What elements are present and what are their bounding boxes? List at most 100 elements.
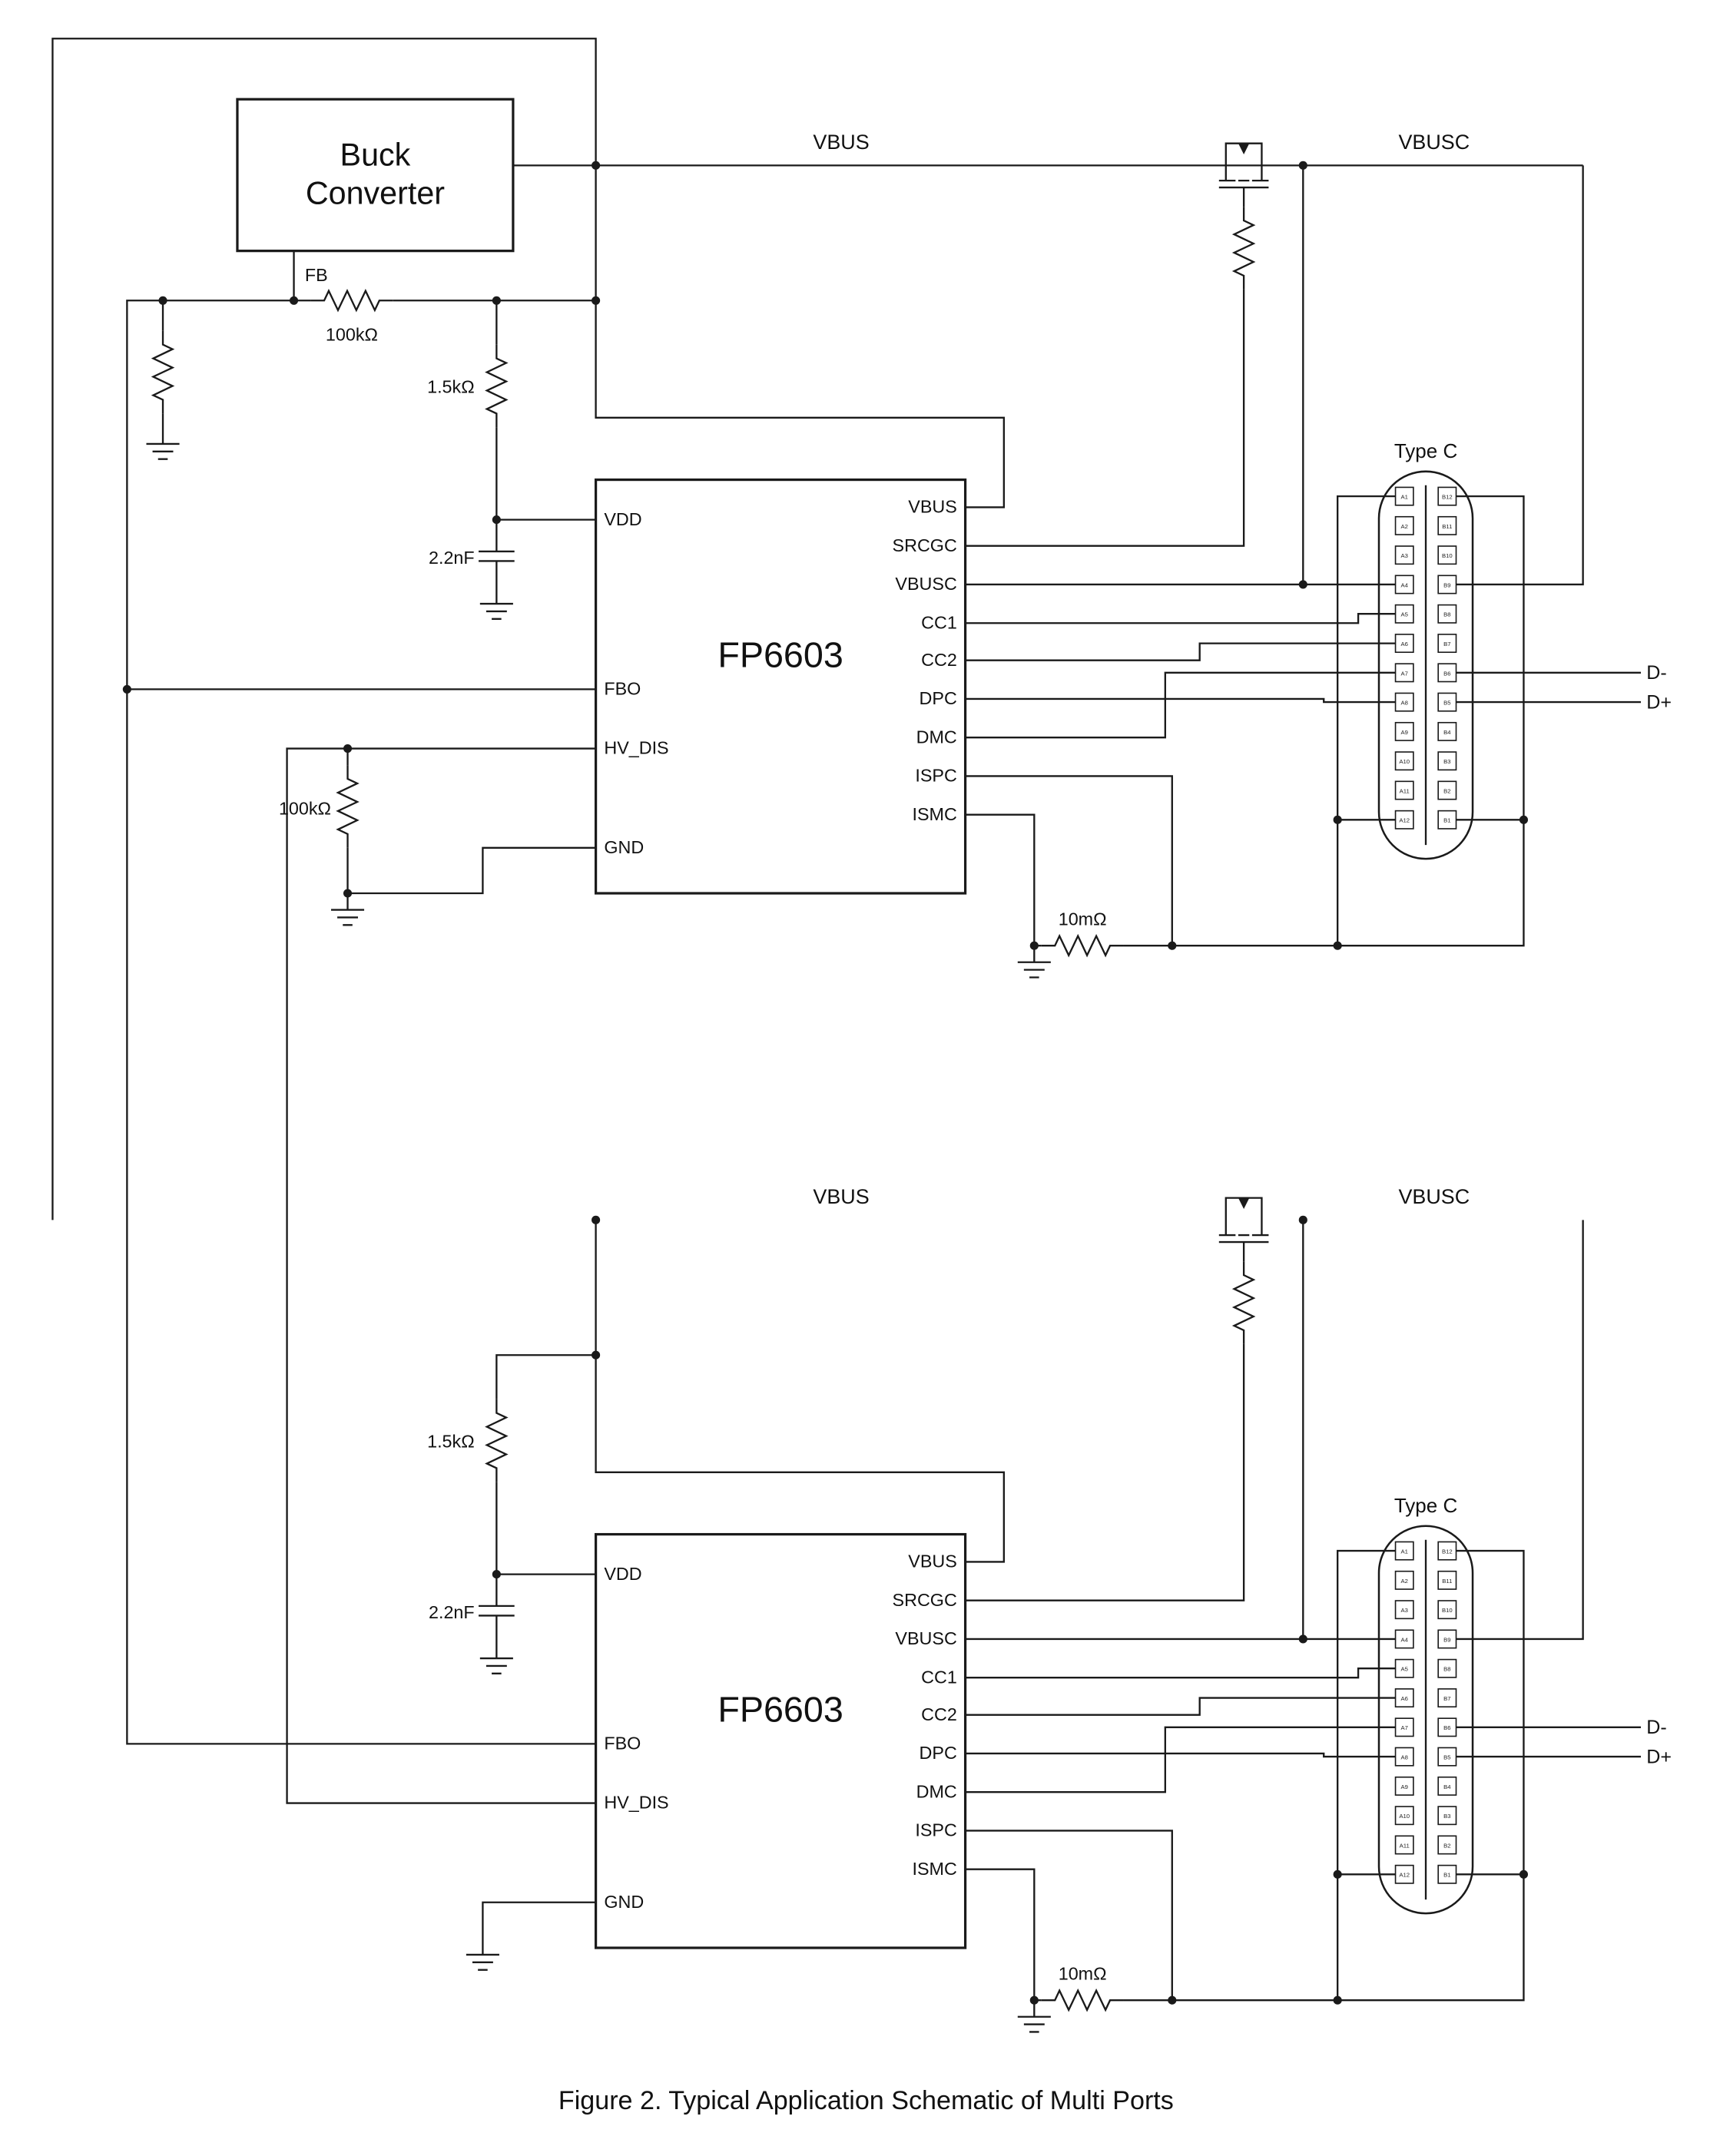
typec-pin-label: A12 bbox=[1399, 1872, 1410, 1879]
typec-pin-box bbox=[1437, 810, 1457, 830]
wire-vdd-1 bbox=[495, 518, 596, 604]
resistor-fb-lower bbox=[153, 331, 172, 414]
typec-label-2: Type C bbox=[1394, 1494, 1457, 1517]
typec-pin-label: A4 bbox=[1400, 1636, 1408, 1643]
net-label-dplus-2: D+ bbox=[1646, 1746, 1672, 1767]
net-label-vbus-1: VBUS bbox=[813, 131, 869, 154]
typec-pin-box bbox=[1437, 545, 1457, 565]
typec-pin-label: A9 bbox=[1400, 729, 1407, 736]
fp6603-box-1 bbox=[594, 478, 967, 895]
typec-pin-label: A10 bbox=[1399, 1813, 1410, 1820]
pin-vbus-1: VBUS bbox=[908, 497, 957, 517]
typec-pin-box bbox=[1394, 1541, 1414, 1561]
pin-vbus-2: VBUS bbox=[908, 1552, 957, 1571]
ic-name-1: FP6603 bbox=[717, 635, 843, 675]
typec-pin-box bbox=[1437, 1747, 1457, 1767]
ground-icon bbox=[145, 442, 181, 460]
buck-converter-label-line1: Buck bbox=[340, 137, 411, 172]
typec-pin-box bbox=[1394, 1776, 1414, 1796]
wire-dmc-2 bbox=[965, 1726, 1396, 1793]
resistor-sense-1 bbox=[1040, 935, 1125, 956]
label-r-sense-1: 10mΩ bbox=[1059, 909, 1107, 929]
typec-pin-label: A11 bbox=[1400, 787, 1410, 794]
typec-pin-box bbox=[1437, 515, 1457, 535]
pin-cc2-1: CC2 bbox=[921, 650, 957, 670]
wire-a-gnd-1 bbox=[1336, 495, 1396, 946]
ground-icon bbox=[1016, 2015, 1052, 2033]
resistor-sense-2 bbox=[1040, 1989, 1125, 2011]
wire-dpc-1 bbox=[965, 697, 1396, 704]
wire-ismc-2 bbox=[965, 1868, 1042, 2017]
pin-dmc-2: DMC bbox=[916, 1781, 957, 1801]
wire-vbusc-b-2 bbox=[1456, 1220, 1584, 1641]
typec-pin-label: A3 bbox=[1400, 1607, 1407, 1614]
typec-pin-box bbox=[1437, 486, 1457, 506]
wire-hvdis-net bbox=[286, 747, 596, 1804]
typec-pin-box bbox=[1437, 1541, 1457, 1561]
typec-pin-label: B1 bbox=[1443, 1872, 1450, 1879]
resistor-vdd-2 bbox=[487, 1399, 506, 1482]
typec-pin-label: B8 bbox=[1443, 1666, 1450, 1673]
net-labels: VBUS VBUSC VBUS VBUSC D- D+ D- D+ bbox=[813, 131, 1672, 1768]
typec-pin-label: A8 bbox=[1400, 700, 1407, 707]
wire-sense-net-2 bbox=[1123, 1549, 1525, 2002]
typec-pin-box bbox=[1394, 1629, 1414, 1649]
typec-pin-label: B3 bbox=[1443, 758, 1450, 765]
typec-pin-label: B12 bbox=[1442, 494, 1453, 501]
typec-shell-1 bbox=[1377, 470, 1474, 860]
typec-pin-label: A5 bbox=[1400, 1666, 1407, 1673]
fb-pin-label: FB bbox=[305, 265, 328, 285]
typec-pin-box bbox=[1437, 721, 1457, 741]
wire-sense-net-1 bbox=[1123, 495, 1525, 947]
wire-vbusc-1 bbox=[965, 165, 1396, 586]
typec-pin-label: B7 bbox=[1443, 641, 1450, 647]
typec-pin-box bbox=[1394, 1717, 1414, 1737]
typec-pin-box bbox=[1394, 1658, 1414, 1678]
net-label-dminus-2: D- bbox=[1646, 1717, 1667, 1738]
pin-vdd-1: VDD bbox=[604, 509, 641, 529]
typec-pin-box bbox=[1394, 1600, 1414, 1620]
typec-pin-box bbox=[1394, 1570, 1414, 1590]
typec-pin-label: B10 bbox=[1442, 1607, 1453, 1614]
typec-pin-label: B5 bbox=[1443, 700, 1450, 707]
typec-pin-box bbox=[1437, 1717, 1457, 1737]
typec-pin-box bbox=[1437, 1629, 1457, 1649]
typec-pin-label: B1 bbox=[1443, 817, 1450, 824]
ic1-pin-labels: VDD FBO HV_DIS GND VBUS SRCGC VBUSC CC1 … bbox=[604, 497, 956, 857]
label-c-vdd-2: 2.2nF bbox=[429, 1602, 475, 1622]
typec-pin-label: A6 bbox=[1400, 1695, 1407, 1702]
wire-gnd-1 bbox=[346, 846, 596, 910]
component-labels: 100kΩ 1.5kΩ 2.2nF 100kΩ 10mΩ 1.5kΩ 2.2nF… bbox=[279, 324, 1107, 1983]
typec-pin-box bbox=[1394, 604, 1414, 624]
ground-icon bbox=[330, 909, 366, 926]
wire-ispc-2 bbox=[965, 1830, 1173, 2001]
wire-vbus-pin-2 bbox=[595, 1220, 1006, 1563]
typec-pin-box bbox=[1394, 1747, 1414, 1767]
ground-icon bbox=[479, 1657, 515, 1675]
typec-pin-box bbox=[1394, 1688, 1414, 1708]
wire-gnd-2 bbox=[482, 1901, 596, 1955]
wire-vbusc-2 bbox=[965, 1220, 1396, 1641]
wire-rvdd-2 bbox=[495, 1354, 596, 1575]
wire-a-gnd-2 bbox=[1336, 1549, 1396, 2001]
typec-pin-label: A6 bbox=[1400, 641, 1407, 647]
typec-pin-box bbox=[1437, 575, 1457, 594]
typec-pin-label: B2 bbox=[1443, 1842, 1450, 1849]
net-label-vbusc-2: VBUSC bbox=[1398, 1185, 1470, 1208]
typec-pin-label: B6 bbox=[1443, 1724, 1450, 1731]
typec-pin-label: A1 bbox=[1400, 494, 1407, 501]
pin-hvdis-2: HV_DIS bbox=[604, 1793, 668, 1813]
typec-pin-label: B3 bbox=[1443, 1813, 1450, 1820]
pin-dmc-1: DMC bbox=[916, 727, 957, 747]
resistor-hvdis-1 bbox=[338, 765, 357, 848]
typec-pin-box bbox=[1394, 751, 1414, 771]
resistor-gate-1 bbox=[1234, 207, 1254, 290]
pin-cc1-2: CC1 bbox=[921, 1667, 957, 1687]
typec-pin-label: A8 bbox=[1400, 1754, 1407, 1761]
typec-pin-box bbox=[1437, 1600, 1457, 1620]
typec-pin-box bbox=[1394, 780, 1414, 800]
label-r-feedback: 100kΩ bbox=[326, 324, 378, 344]
typec-pin-label: A7 bbox=[1400, 670, 1407, 677]
